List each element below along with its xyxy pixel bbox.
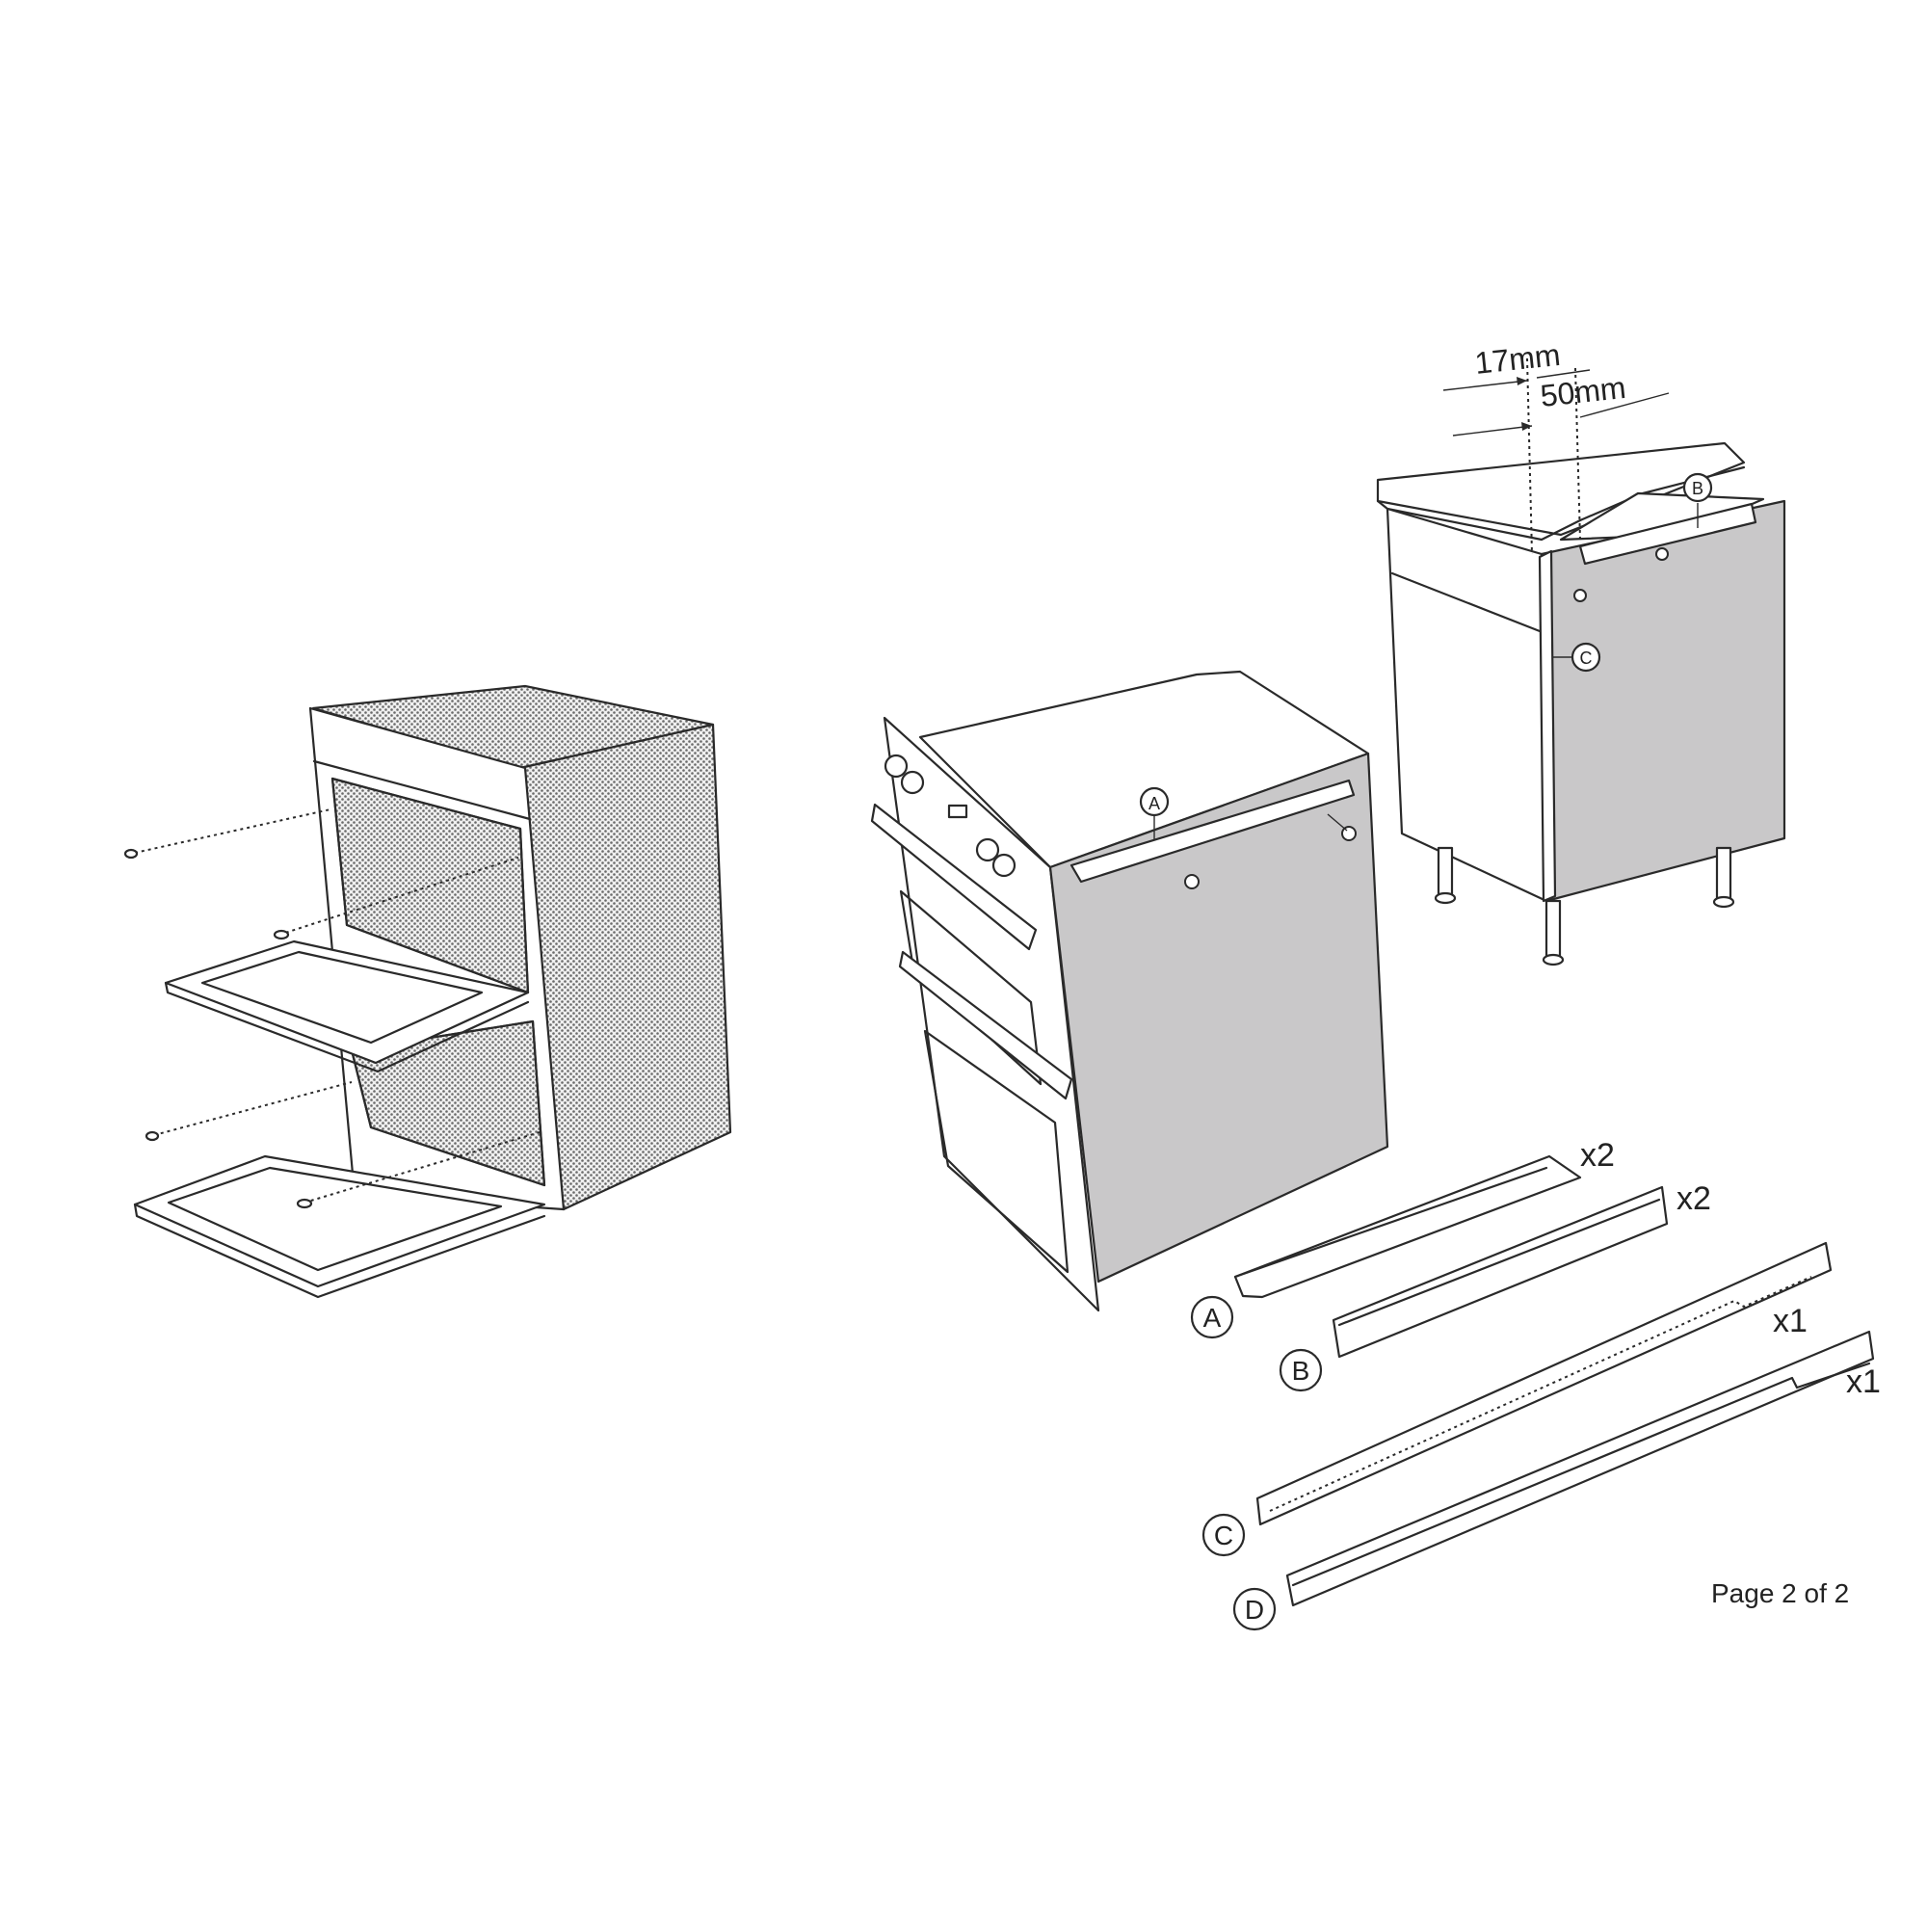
screw-hole-icon xyxy=(1184,874,1200,889)
knob-icon xyxy=(884,754,909,779)
screw-icon xyxy=(145,1130,160,1142)
page-number: Page 2 of 2 xyxy=(1711,1578,1850,1608)
bracket-a-mounted xyxy=(1069,779,1356,884)
carcass-screws xyxy=(123,808,541,1209)
front-top-strip xyxy=(312,759,532,821)
cabinet-front xyxy=(1386,507,1548,903)
upper-door-edge xyxy=(164,981,530,1073)
screw-hole-icon xyxy=(1573,589,1587,602)
part-c-label: C xyxy=(1214,1521,1233,1550)
worktop-edge xyxy=(1376,465,1746,542)
screw-icon xyxy=(123,848,139,860)
cabinet-figure: B C 17mm 50mm xyxy=(1376,337,1786,966)
dimension-50mm: 50mm xyxy=(1539,370,1627,413)
part-c-hidden-edge xyxy=(1269,1276,1812,1512)
part-a-qty: x2 xyxy=(1580,1137,1615,1174)
upper-handle xyxy=(870,803,1038,951)
lower-door-glass xyxy=(167,1166,503,1272)
upper-oven-door xyxy=(899,889,1043,1086)
screw-hole-icon xyxy=(1655,547,1669,561)
leg xyxy=(1715,846,1732,903)
leg xyxy=(1544,899,1562,961)
part-a-label: A xyxy=(1203,1303,1222,1333)
part-d-circle xyxy=(1232,1587,1277,1631)
callout-b-label: B xyxy=(1692,479,1703,498)
screw-icon xyxy=(296,1198,313,1209)
part-b-fold xyxy=(1337,1198,1661,1327)
leg xyxy=(1437,846,1454,898)
part-b: B x2 xyxy=(1279,1180,1711,1392)
part-c: C x1 xyxy=(1201,1241,1833,1557)
part-d-qty: x1 xyxy=(1846,1363,1881,1400)
lower-oven-door xyxy=(923,1029,1069,1274)
part-d-strip xyxy=(1285,1330,1875,1607)
dimension-lines xyxy=(1442,357,1670,555)
callout-a-label: A xyxy=(1148,794,1160,813)
lower-cavity-outline xyxy=(350,1019,546,1187)
part-d-label: D xyxy=(1245,1595,1264,1625)
upper-door xyxy=(164,940,530,1065)
dimension-17mm: 17mm xyxy=(1473,337,1562,381)
lower-door-edge xyxy=(133,1203,546,1299)
callout-b-circle xyxy=(1682,472,1713,503)
callout-a-circle xyxy=(1139,786,1170,817)
part-c-circle xyxy=(1201,1513,1246,1557)
oven-knobs xyxy=(884,754,1016,878)
drawer-line xyxy=(1390,571,1542,633)
knob-icon xyxy=(991,853,1016,878)
bracket-b-mounted xyxy=(1578,502,1757,566)
part-b-qty: x2 xyxy=(1676,1180,1711,1217)
parts-list: A x2 B x2 C x1 D x1 xyxy=(1190,1137,1881,1631)
oven-with-bracket-figure: A xyxy=(870,670,1389,1312)
cabinet-side-panel xyxy=(1540,499,1786,903)
screw-icon xyxy=(273,929,290,940)
oven-carcass-figure xyxy=(123,684,732,1299)
strip-c-mounted xyxy=(1538,549,1557,903)
part-d: D x1 xyxy=(1232,1330,1881,1631)
callout-c-label: C xyxy=(1580,648,1593,668)
cabinet-legs xyxy=(1434,846,1735,966)
lower-door xyxy=(133,1154,546,1288)
part-a-fold xyxy=(1233,1166,1548,1279)
knob-icon xyxy=(900,770,925,795)
knob-icon xyxy=(975,837,1000,862)
part-b-circle xyxy=(1279,1348,1323,1392)
oven-side-panel xyxy=(1048,752,1389,1284)
part-a-strip xyxy=(1233,1154,1582,1299)
part-c-qty: x1 xyxy=(1773,1303,1808,1339)
oven-top xyxy=(918,670,1370,869)
callout-c-circle xyxy=(1571,642,1601,673)
lower-handle xyxy=(898,950,1073,1100)
part-a-circle xyxy=(1190,1295,1234,1339)
part-d-fold xyxy=(1291,1362,1871,1587)
part-b-label: B xyxy=(1292,1356,1310,1386)
upper-door-glass xyxy=(200,950,484,1045)
part-b-strip xyxy=(1332,1185,1669,1359)
part-a: A x2 xyxy=(1190,1137,1615,1339)
display-icon xyxy=(947,804,968,819)
part-c-strip xyxy=(1255,1241,1833,1526)
